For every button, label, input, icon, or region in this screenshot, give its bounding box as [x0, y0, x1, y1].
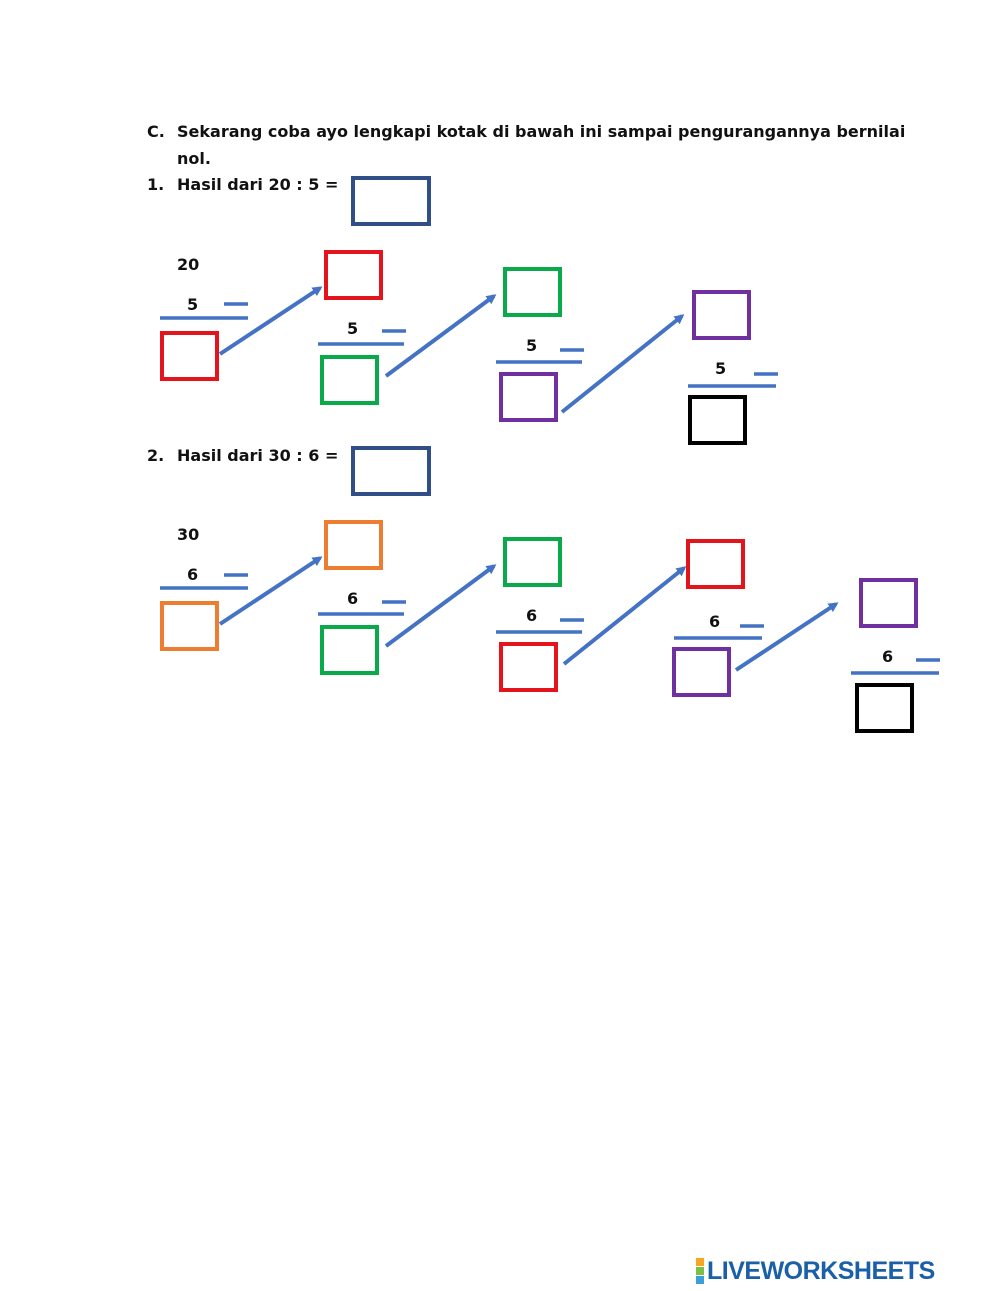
problem-1-step-4-carry-box[interactable]: [692, 290, 751, 340]
problem-1-step-3-subtrahend: 5: [526, 336, 538, 355]
problem-1-step-2-carry-box[interactable]: [324, 250, 383, 300]
problem-2-arrow-1: [218, 556, 323, 626]
problem-2-step-2-subtrahend: 6: [347, 589, 359, 608]
problem-1-step-1-subtrahend: 5: [187, 295, 199, 314]
problem-1-arrow-3: [560, 314, 685, 414]
problem-1-step-2-difference-box[interactable]: [320, 355, 379, 405]
problem-2-step-1-subtrahend: 6: [187, 565, 199, 584]
problem-1-step-1-difference-box[interactable]: [160, 331, 219, 381]
problem-1-step-3-carry-box[interactable]: [503, 267, 562, 317]
problem-2-step-1-difference-box[interactable]: [160, 601, 219, 651]
problem-2-step-5-carry-box[interactable]: [859, 578, 918, 628]
problem-1-answer-box[interactable]: [351, 176, 431, 226]
liveworksheets-logo: LIVEWORKSHEETS: [696, 1256, 935, 1286]
problem-2-arrow-2: [384, 564, 497, 648]
problem-2-answer-box[interactable]: [351, 446, 431, 496]
problem-1-start-value: 20: [177, 255, 200, 274]
problem-2-question: Hasil dari 30 : 6 =: [177, 446, 339, 465]
problem-1-step-4-difference-box[interactable]: [688, 395, 747, 445]
liveworksheets-logo-text: LIVEWORKSHEETS: [707, 1256, 935, 1285]
problem-1-number: 1.: [147, 175, 165, 194]
instruction-text-line1: Sekarang coba ayo lengkapi kotak di bawa…: [177, 122, 906, 141]
problem-2-start-value: 30: [177, 525, 200, 544]
problem-2-step-4-carry-box[interactable]: [686, 539, 745, 589]
problem-2-step-4-subtrahend: 6: [709, 612, 721, 631]
liveworksheets-logo-mark: [696, 1258, 704, 1284]
instruction-text-line2: nol.: [177, 149, 211, 168]
problem-2-step-3-subtrahend: 6: [526, 606, 538, 625]
section-label: C.: [147, 122, 165, 141]
problem-1-question: Hasil dari 20 : 5 =: [177, 175, 339, 194]
problem-1-step-2-subtrahend: 5: [347, 319, 359, 338]
problem-2-arrow-3: [562, 566, 687, 666]
problem-2-answer-input[interactable]: [355, 450, 427, 492]
problem-2-step-2-carry-box[interactable]: [324, 520, 383, 570]
problem-2-step-3-difference-box[interactable]: [499, 642, 558, 692]
problem-1-answer-input[interactable]: [355, 180, 427, 222]
problem-1-step-4-subtrahend: 5: [715, 359, 727, 378]
problem-2-step-5-difference-box[interactable]: [855, 683, 914, 733]
problem-1-arrow-2: [384, 294, 497, 378]
problem-1-arrow-1: [218, 286, 323, 356]
problem-2-step-2-difference-box[interactable]: [320, 625, 379, 675]
problem-2-step-5-subtrahend: 6: [882, 647, 894, 666]
problem-2-step-3-carry-box[interactable]: [503, 537, 562, 587]
problem-1-step-3-difference-box[interactable]: [499, 372, 558, 422]
problem-2-step-4-difference-box[interactable]: [672, 647, 731, 697]
problem-2-arrow-4: [734, 602, 839, 672]
problem-2-number: 2.: [147, 446, 165, 465]
